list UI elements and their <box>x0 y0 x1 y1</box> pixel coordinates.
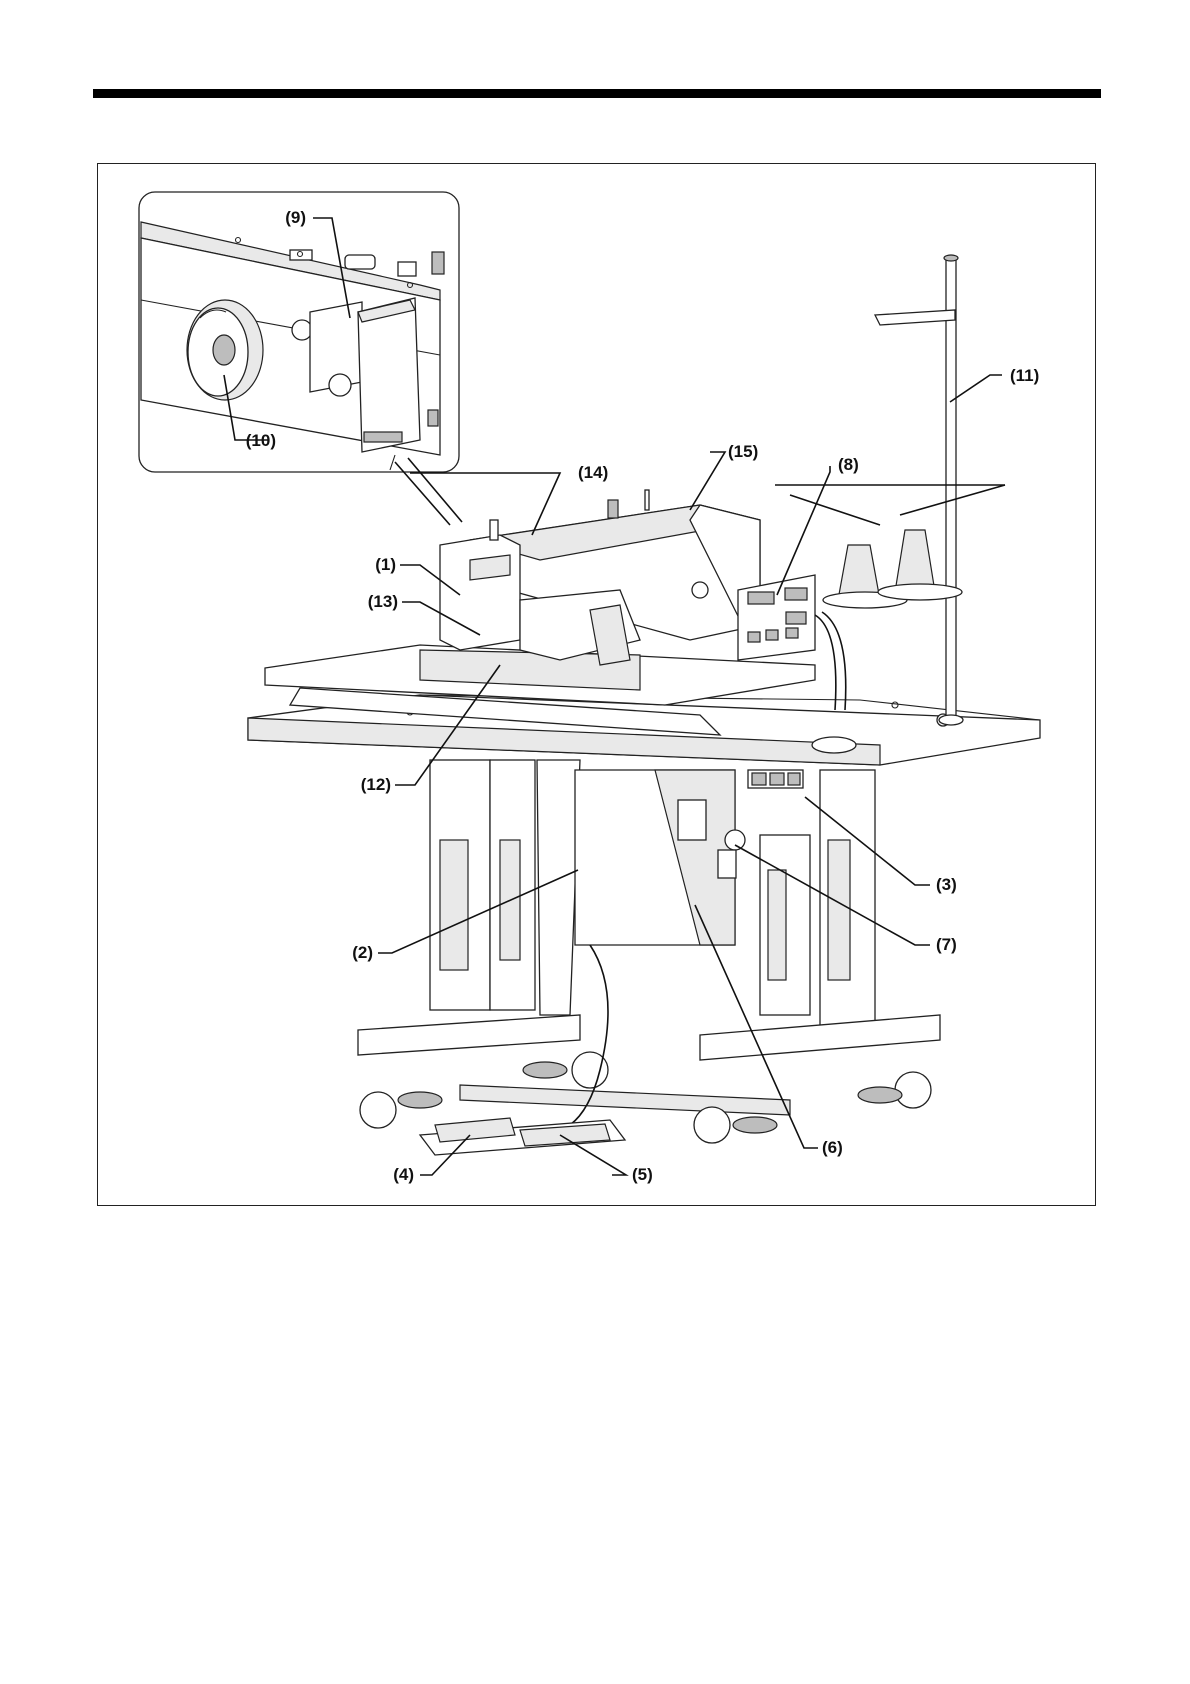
callout-5: (5) <box>632 1165 653 1184</box>
table-stand <box>358 760 940 1143</box>
callout-4: (4) <box>393 1165 414 1184</box>
thread-stand <box>775 255 1005 725</box>
callout-6: (6) <box>822 1138 843 1157</box>
callout-9: (9) <box>285 208 306 227</box>
callout-13: (13) <box>368 592 398 611</box>
callout-15: (15) <box>728 442 758 461</box>
callout-14: (14) <box>578 463 608 482</box>
callout-11: (11) <box>1010 366 1039 385</box>
inset-detail <box>139 192 459 472</box>
callout-3: (3) <box>936 875 957 894</box>
foot-pedals <box>420 1118 625 1155</box>
operation-panel <box>738 575 815 660</box>
callout-7: (7) <box>936 935 957 954</box>
callout-8: (8) <box>838 455 859 474</box>
callout-12: (12) <box>361 775 391 794</box>
callout-10: (10) <box>246 431 276 450</box>
callout-1: (1) <box>375 555 396 574</box>
callout-2: (2) <box>352 943 373 962</box>
